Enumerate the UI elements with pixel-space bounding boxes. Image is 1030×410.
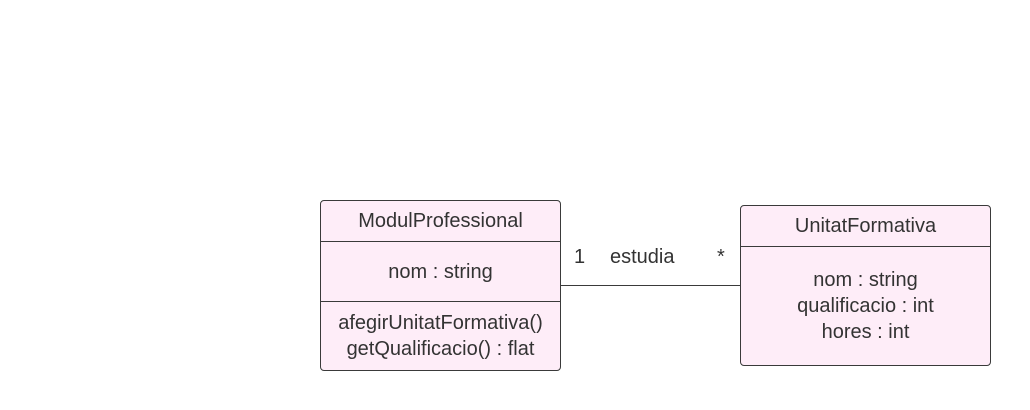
source-multiplicity: 1	[574, 246, 586, 268]
class-modul-professional[interactable]: ModulProfessional nom : string afegirUni…	[320, 200, 561, 371]
attribute: hores : int	[821, 321, 910, 343]
attributes-section: nom : string qualificacio : int hores : …	[741, 246, 990, 365]
operations-section: afegirUnitatFormativa() getQualificacio(…	[321, 301, 560, 370]
class-name: ModulProfessional	[358, 210, 523, 232]
class-name-section: UnitatFormativa	[741, 206, 990, 246]
class-name: UnitatFormativa	[794, 215, 937, 237]
association-line[interactable]	[561, 285, 740, 286]
attribute: nom : string	[388, 260, 493, 283]
attribute: nom : string	[813, 269, 918, 291]
attributes-section: nom : string	[321, 241, 560, 301]
target-multiplicity: *	[717, 246, 725, 268]
association-name: estudia	[610, 246, 675, 268]
class-unitat-formativa[interactable]: UnitatFormativa nom : string qualificaci…	[740, 205, 991, 366]
operation: afegirUnitatFormativa()	[338, 312, 543, 334]
class-name-section: ModulProfessional	[321, 201, 560, 241]
operation: getQualificacio() : flat	[346, 338, 535, 360]
attribute: qualificacio : int	[797, 295, 934, 317]
